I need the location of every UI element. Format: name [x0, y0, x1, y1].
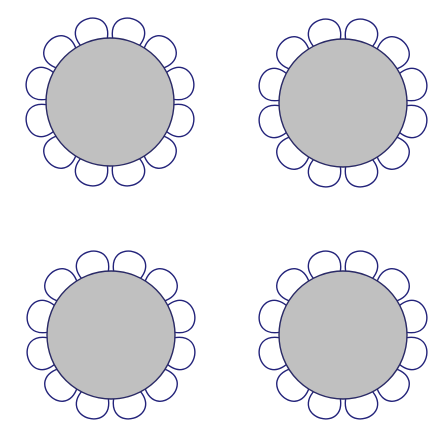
flower-bottom-right: [259, 251, 427, 419]
flower-top-left-center: [46, 38, 174, 166]
flower-top-right-center: [279, 39, 407, 167]
flower-bottom-right-center: [279, 271, 407, 399]
flower-top-left: [26, 18, 194, 186]
flower-bottom-left: [27, 251, 195, 419]
flower-bottom-left-center: [47, 271, 175, 399]
flower-top-right: [259, 19, 427, 187]
